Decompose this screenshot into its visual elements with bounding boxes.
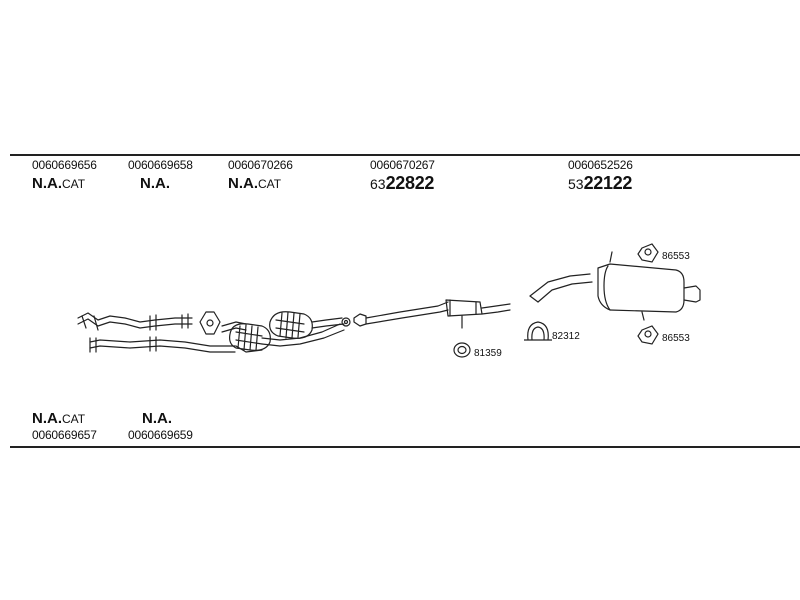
part-type: N.A. bbox=[142, 410, 172, 428]
type-sub: CAT bbox=[258, 177, 282, 191]
type-main: N.A. bbox=[140, 175, 170, 192]
type-sub: CAT bbox=[62, 177, 86, 191]
part-type: N.A.CAT bbox=[32, 175, 85, 193]
type-main: N.A. bbox=[32, 175, 62, 192]
part-number: 0060652526 bbox=[568, 158, 633, 172]
y-pipe bbox=[235, 317, 351, 353]
callout-code: 86553 bbox=[662, 333, 690, 344]
rubber-hanger-icon bbox=[637, 243, 659, 263]
code-prefix: 53 bbox=[568, 176, 584, 192]
callout-code: 81359 bbox=[474, 348, 502, 359]
code-main: 22822 bbox=[385, 173, 435, 193]
part-number: 0060669659 bbox=[128, 428, 193, 442]
callout-code: 86553 bbox=[662, 251, 690, 262]
callout-code: 82312 bbox=[552, 331, 580, 342]
gasket-ring-icon bbox=[453, 342, 471, 358]
code-prefix: 63 bbox=[370, 176, 386, 192]
part-type: N.A.CAT bbox=[228, 175, 281, 193]
front-pipe-lower bbox=[89, 336, 236, 353]
part-number: 0060669657 bbox=[32, 428, 97, 442]
part-number: 0060669658 bbox=[128, 158, 193, 172]
part-code: 6322822 bbox=[370, 173, 434, 194]
code-main: 22122 bbox=[583, 173, 633, 193]
center-pipe bbox=[353, 299, 511, 329]
part-number: 0060669656 bbox=[32, 158, 97, 172]
type-main: N.A. bbox=[228, 175, 258, 192]
part-number: 0060670267 bbox=[370, 158, 435, 172]
part-type: N.A. bbox=[140, 175, 170, 193]
catalytic-converter-left bbox=[229, 323, 271, 351]
part-code: 5322122 bbox=[568, 173, 632, 194]
rubber-hanger-icon bbox=[637, 325, 659, 345]
front-pipe-upper bbox=[77, 312, 193, 331]
top-rule bbox=[10, 154, 800, 156]
type-sub: CAT bbox=[62, 412, 86, 426]
part-type: N.A.CAT bbox=[32, 410, 85, 428]
bottom-rule bbox=[10, 446, 800, 448]
rear-muffler-assembly bbox=[529, 251, 701, 321]
catalytic-converter-right bbox=[269, 311, 313, 339]
type-main: N.A. bbox=[32, 410, 62, 427]
part-number: 0060670266 bbox=[228, 158, 293, 172]
clamp-icon bbox=[524, 321, 552, 341]
type-main: N.A. bbox=[142, 410, 172, 427]
